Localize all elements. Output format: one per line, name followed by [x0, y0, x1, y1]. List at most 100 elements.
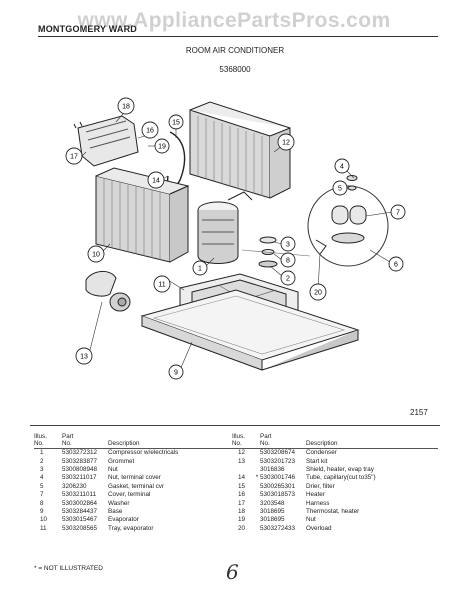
illus-number: 9 — [40, 507, 44, 515]
part-description: Start kit — [306, 457, 328, 465]
callout-1: 1 — [192, 260, 208, 276]
handwritten-page-mark: 6 — [226, 560, 239, 584]
svg-text:18: 18 — [122, 104, 130, 111]
table-row: 3016836 Shield, heater, evap tray — [232, 466, 438, 474]
callout-10: 10 — [87, 245, 105, 263]
not-illustrated-note: * = NOT ILLUSTRATED — [34, 565, 103, 572]
callout-leaders — [81, 107, 393, 371]
illus-number: 1 — [40, 449, 44, 457]
part-no-header: Part No. — [62, 433, 74, 447]
table-rule — [30, 425, 440, 426]
callout-11: 11 — [153, 275, 171, 293]
illus-number: 13 — [238, 457, 246, 465]
svg-text:16: 16 — [146, 128, 154, 135]
part-description: Cover, terminal — [108, 491, 151, 499]
svg-text:8: 8 — [286, 258, 290, 265]
terminal-cover-detail — [241, 175, 389, 267]
illus-number: 20 — [238, 524, 246, 532]
part-number: 5303211017 — [62, 474, 97, 482]
table-row: 18 3018695 Thermostat, heater — [232, 508, 438, 516]
illus-no-header: Illus. No. — [232, 433, 245, 447]
illus-number: 15 — [238, 482, 246, 490]
svg-text:12: 12 — [282, 140, 290, 147]
illus-number: 18 — [238, 507, 246, 515]
svg-text:10: 10 — [92, 252, 100, 259]
callout-13: 13 — [75, 347, 93, 365]
grommet-drawing — [258, 236, 278, 268]
illus-number: 10 — [40, 516, 48, 524]
not-illustrated-mark: * — [255, 474, 259, 482]
part-number: 5303002864 — [62, 499, 98, 507]
table-row: 5 3206230 Gasket, terminal cvr — [34, 483, 234, 491]
illus-number: 11 — [40, 524, 47, 532]
part-number: 3206230 — [62, 482, 87, 490]
table-row: 7 5303211011 Cover, terminal — [34, 491, 234, 499]
svg-text:2: 2 — [286, 276, 290, 283]
callout-3: 3 — [280, 236, 296, 252]
part-number: 5303211011 — [62, 491, 97, 499]
svg-text:20: 20 — [314, 290, 322, 297]
svg-text:5: 5 — [338, 186, 342, 193]
part-number: 5300265301 — [260, 482, 296, 490]
illus-number: 8 — [40, 499, 44, 507]
callout-6: 6 — [388, 256, 404, 272]
part-number: 5303272433 — [260, 524, 296, 532]
part-description: Compressor w/electricals — [108, 449, 179, 457]
compressor-drawing — [197, 191, 253, 264]
svg-text:17: 17 — [70, 154, 78, 161]
part-description: Base — [108, 507, 123, 515]
part-number: 5303018573 — [260, 491, 296, 499]
table-row: 20 5303272433 Overload — [232, 525, 438, 533]
part-description: Evaporator — [108, 516, 139, 524]
callout-18: 18 — [117, 97, 135, 115]
table-row: 4 5303211017 Nut, terminal cover — [34, 474, 234, 482]
part-description: Condenser — [306, 449, 337, 457]
part-description: Nut, terminal cover — [108, 474, 161, 482]
base-drawing — [140, 289, 360, 371]
header-rule — [38, 36, 438, 37]
illus-number: 4 — [40, 474, 44, 482]
part-description: Overload — [306, 524, 332, 532]
svg-text:15: 15 — [172, 120, 180, 127]
evaporator-drawing — [95, 167, 190, 263]
callout-20: 20 — [309, 283, 327, 301]
svg-text:4: 4 — [340, 164, 344, 171]
svg-text:6: 6 — [394, 262, 398, 269]
illus-number: 16 — [238, 491, 246, 499]
illus-number: 7 — [40, 491, 44, 499]
table-row: 15 5300265301 Drier, filter — [232, 483, 438, 491]
thermostat-bracket-drawing — [73, 115, 139, 167]
condenser-drawing — [189, 101, 291, 199]
part-number: 3018695 — [260, 507, 285, 515]
part-number: 3016836 — [260, 465, 285, 473]
part-description: Shield, heater, evap tray — [306, 465, 374, 473]
part-number: 5303001746 — [260, 474, 296, 482]
part-description: Tube, capillary(cut to35") — [306, 474, 376, 482]
svg-text:19: 19 — [158, 144, 166, 151]
callout-9: 9 — [168, 364, 184, 380]
part-number: 3203548 — [260, 499, 285, 507]
part-description: Gasket, terminal cvr — [108, 482, 164, 490]
illus-number: 12 — [238, 449, 246, 457]
illus-number: 3 — [40, 465, 44, 473]
part-number: 5303208565 — [62, 524, 98, 532]
illus-number: 5 — [40, 482, 44, 490]
part-description: Harness — [306, 499, 330, 507]
callout-5: 5 — [332, 180, 348, 196]
svg-text:7: 7 — [396, 210, 400, 217]
svg-text:11: 11 — [158, 282, 165, 289]
description-header: Description — [108, 440, 140, 447]
part-description: Drier, filter — [306, 482, 335, 490]
part-description: Thermostat, heater — [306, 507, 360, 515]
callout-14: 14 — [147, 171, 165, 189]
